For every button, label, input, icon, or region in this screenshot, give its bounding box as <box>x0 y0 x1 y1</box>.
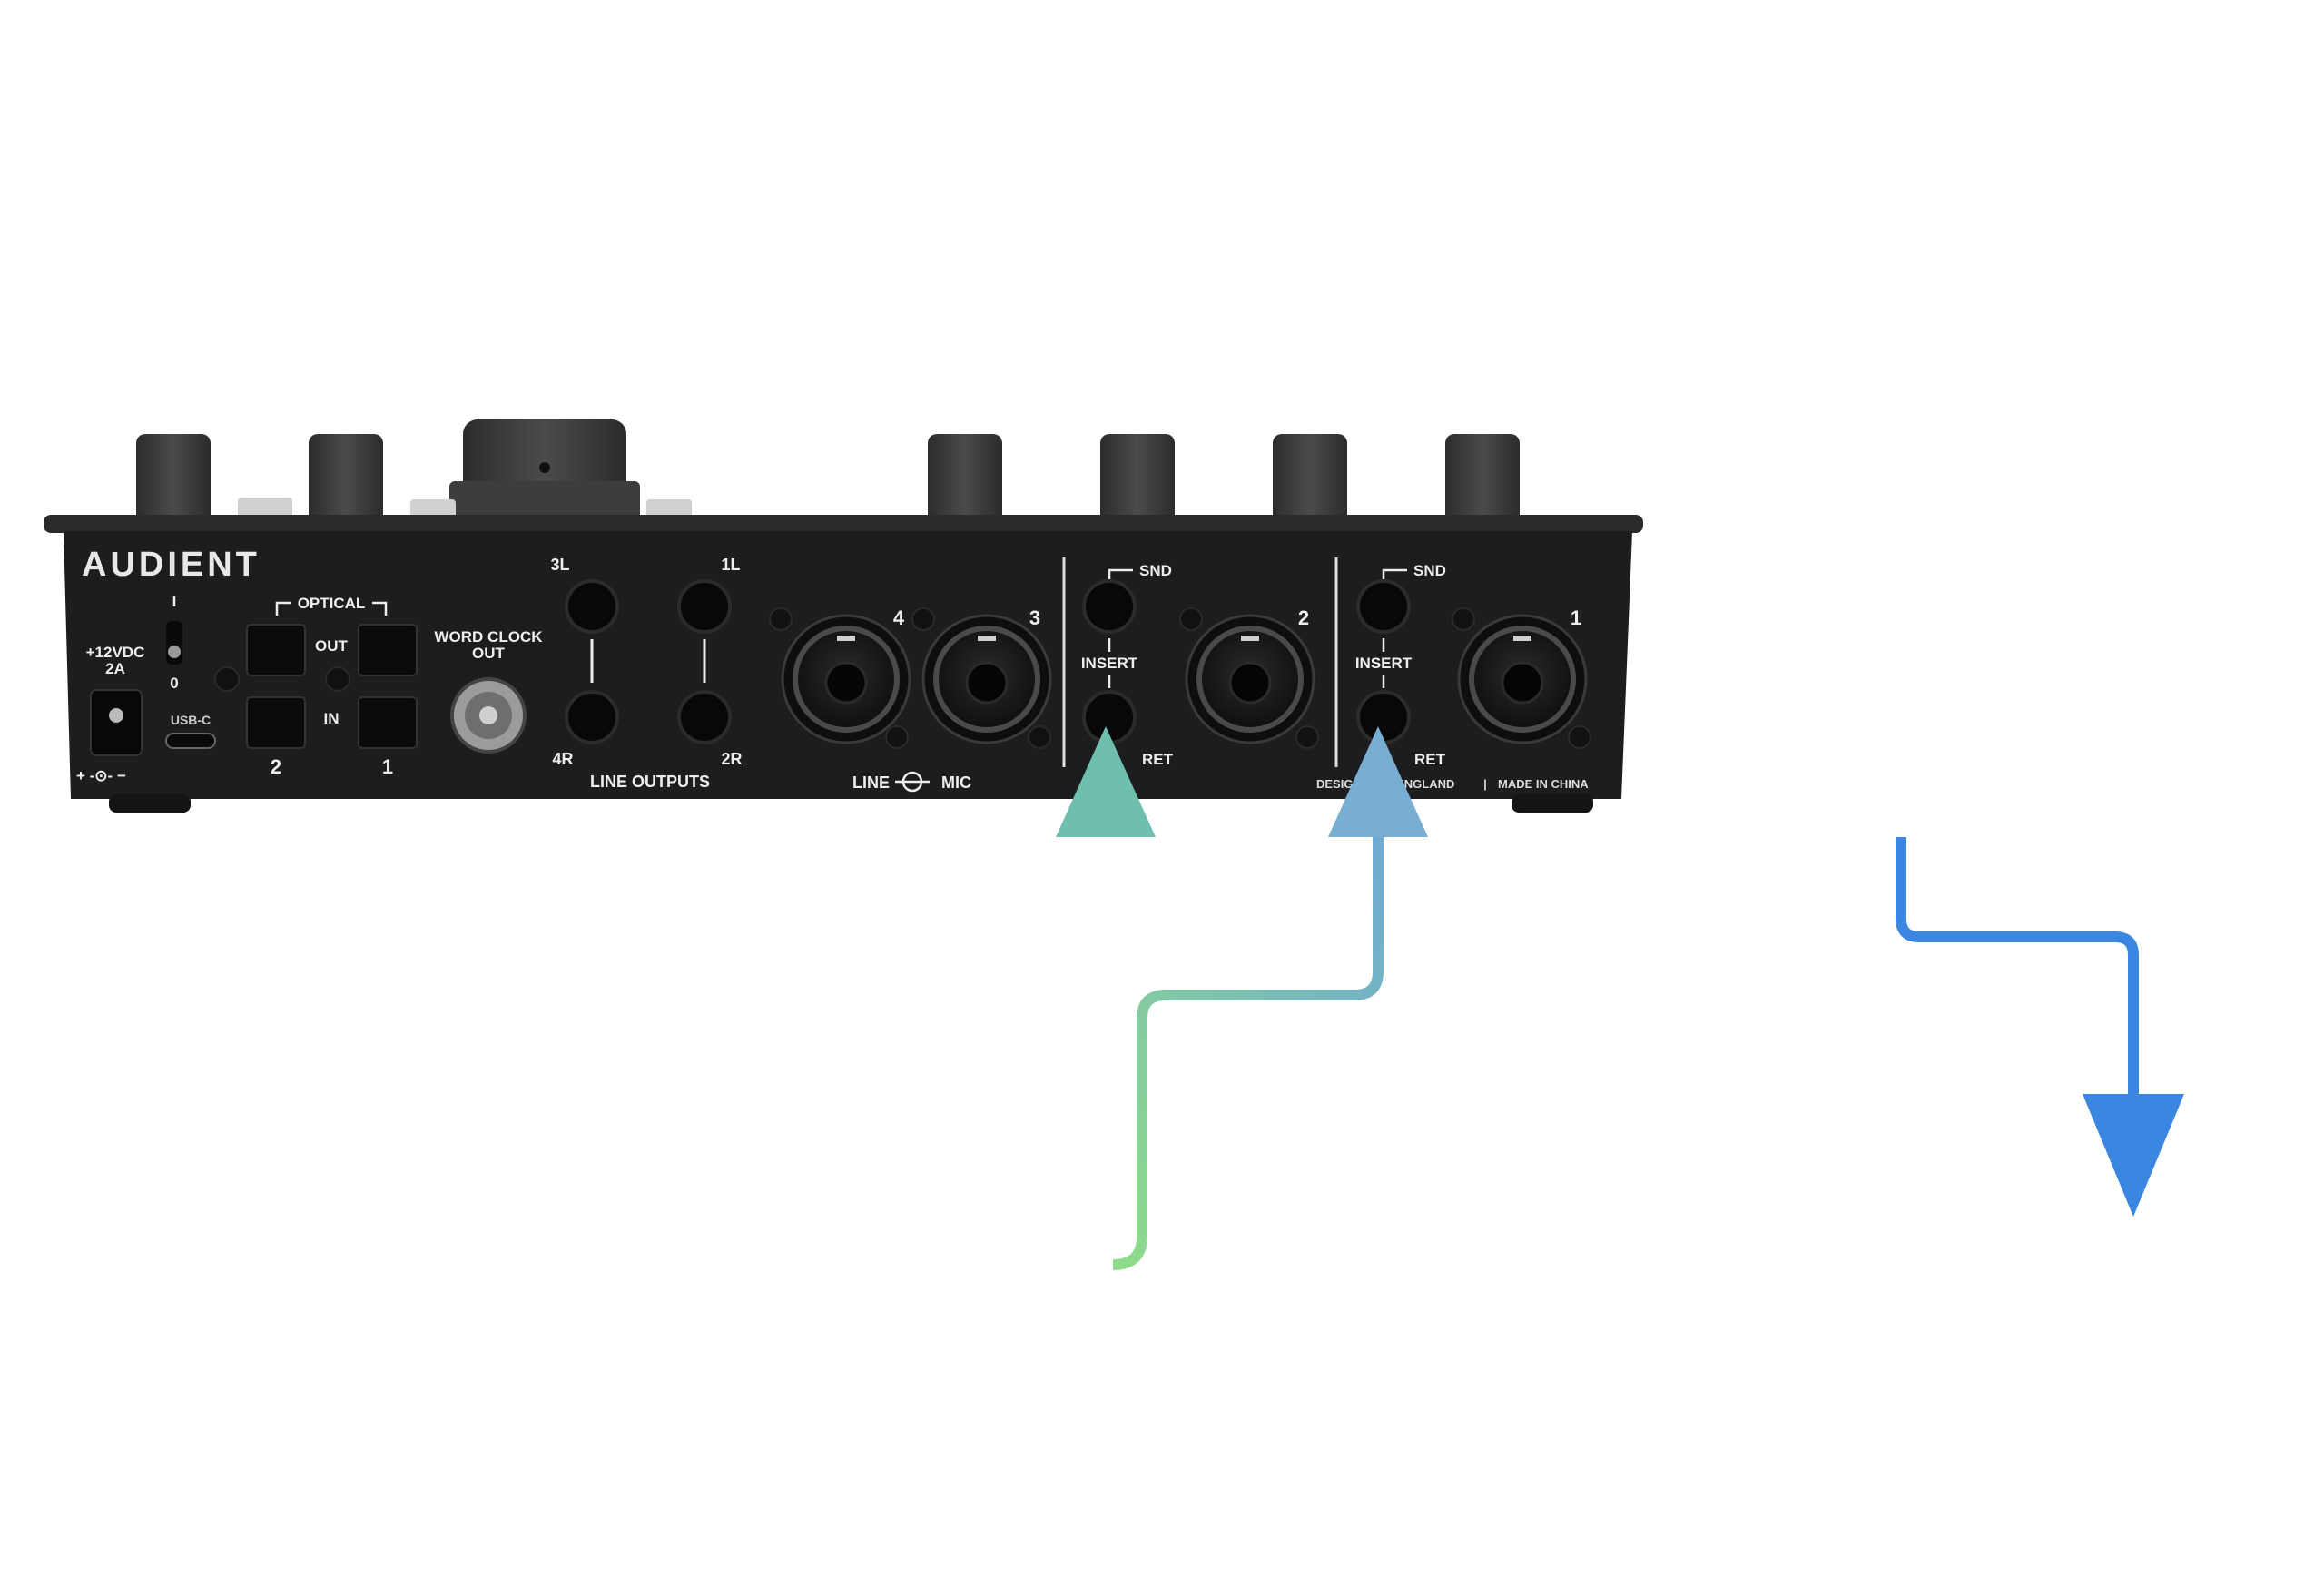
top-plate <box>44 515 1643 533</box>
snd-bracket <box>1108 568 1133 581</box>
insert-section-b: SND INSERT RET <box>1334 557 1446 768</box>
brand-logo: AUDIENT <box>82 546 261 584</box>
power-section: +12VDC 2A + -⊙- − <box>76 644 144 784</box>
insert-b-snd-label: SND <box>1413 562 1446 579</box>
legend-mic-label: MIC <box>941 774 971 792</box>
word-clock-label-2: OUT <box>472 645 506 662</box>
screw <box>1179 607 1203 631</box>
blue-arrowhead <box>2083 1094 2184 1217</box>
knob <box>136 434 211 525</box>
screw <box>911 607 935 631</box>
input-3-label: 3 <box>1029 606 1040 629</box>
optical-out-1[interactable] <box>358 624 418 676</box>
bnc-pin <box>479 706 497 724</box>
insert-b-ret-label: RET <box>1414 751 1446 768</box>
input-1-label: 1 <box>1571 606 1581 629</box>
optical-port-1-label: 1 <box>382 755 393 778</box>
jack-2r-label: 2R <box>721 750 742 768</box>
optical-out-2[interactable] <box>246 624 306 676</box>
input-4-label: 4 <box>893 606 905 629</box>
teal-return-arrowhead <box>1328 726 1428 837</box>
insert-a-insert-label: INSERT <box>1081 655 1138 672</box>
switch-on-label: I <box>172 593 177 610</box>
combo-input-2[interactable] <box>1185 614 1315 744</box>
audio-interface-rear-panel: AUDIENT +12VDC 2A + -⊙- − I 0 USB-C <box>44 419 1643 813</box>
optical-bracket <box>275 601 388 616</box>
dc-jack-pin <box>109 708 123 723</box>
power-rating: +12VDC <box>86 644 145 661</box>
jack-1l[interactable] <box>677 579 732 634</box>
teal-return-arrow-line <box>1112 813 1384 1270</box>
signal-arrows <box>1056 726 2184 1270</box>
word-clock-section: WORD CLOCK OUT <box>435 628 544 754</box>
screw <box>1452 607 1475 631</box>
knob <box>928 434 1002 525</box>
insert-b-insert-label: INSERT <box>1355 655 1413 672</box>
screw <box>1028 725 1051 749</box>
insert-b-ret-jack[interactable] <box>1356 690 1411 744</box>
usb-section: USB-C <box>165 713 216 749</box>
blue-arrow-line <box>1896 837 2139 1126</box>
foot <box>1512 794 1593 813</box>
power-current: 2A <box>105 660 125 677</box>
combo-input-3[interactable] <box>921 614 1052 744</box>
optical-section: OPTICAL OUT IN 2 1 <box>246 595 418 778</box>
foot <box>109 794 191 813</box>
screws <box>214 607 1591 749</box>
mic-inputs-section: 4 3 2 1 LINE MIC <box>781 606 1588 793</box>
switch-lever[interactable] <box>168 646 181 658</box>
made-in-label: MADE IN CHINA <box>1498 777 1589 791</box>
jack-1l-label: 1L <box>721 556 740 574</box>
insert-a-snd-label: SND <box>1139 562 1172 579</box>
screw <box>1568 725 1591 749</box>
top-knobs <box>136 419 1520 525</box>
screw <box>1295 725 1319 749</box>
knob <box>1100 434 1175 525</box>
combo-icon <box>895 771 930 793</box>
jack-3l[interactable] <box>565 579 619 634</box>
usb-c-port[interactable] <box>165 733 216 749</box>
combo-input-1[interactable] <box>1457 614 1588 744</box>
knob <box>1445 434 1520 525</box>
jack-4r-label: 4R <box>552 750 573 768</box>
monitor-knob-base <box>449 481 640 525</box>
word-clock-label-1: WORD CLOCK <box>435 628 544 646</box>
jack-2r[interactable] <box>677 690 732 744</box>
snd-bracket <box>1382 568 1407 581</box>
footer-separator: | <box>1483 777 1487 791</box>
optical-in-label: IN <box>324 710 340 727</box>
screw <box>214 666 240 692</box>
optical-out-label: OUT <box>315 637 349 655</box>
monitor-knob-indicator <box>539 462 550 473</box>
usb-label: USB-C <box>171 713 211 727</box>
power-polarity: + -⊙- − <box>76 767 126 784</box>
knob <box>1273 434 1347 525</box>
insert-a-ret-label: RET <box>1142 751 1174 768</box>
green-return-arrowhead <box>1056 726 1156 837</box>
switch-off-label: 0 <box>170 675 178 692</box>
knob <box>309 434 383 525</box>
insert-a-snd-jack[interactable] <box>1082 579 1137 634</box>
power-switch[interactable]: I 0 <box>166 593 182 692</box>
combo-input-4[interactable] <box>781 614 911 744</box>
screw <box>885 725 909 749</box>
legend-line-label: LINE <box>852 774 890 792</box>
jack-3l-label: 3L <box>550 556 569 574</box>
input-2-label: 2 <box>1298 606 1309 629</box>
optical-in-1[interactable] <box>358 696 418 749</box>
screw <box>325 666 350 692</box>
optical-title: OPTICAL <box>298 595 366 612</box>
screw <box>769 607 793 631</box>
optical-in-2[interactable] <box>246 696 306 749</box>
insert-b-snd-jack[interactable] <box>1356 579 1411 634</box>
optical-port-2-label: 2 <box>271 755 281 778</box>
line-outputs-title: LINE OUTPUTS <box>590 773 710 791</box>
line-outputs-section: 3L 1L 4R 2R LINE OUTPUTS <box>550 556 742 791</box>
jack-4r[interactable] <box>565 690 619 744</box>
